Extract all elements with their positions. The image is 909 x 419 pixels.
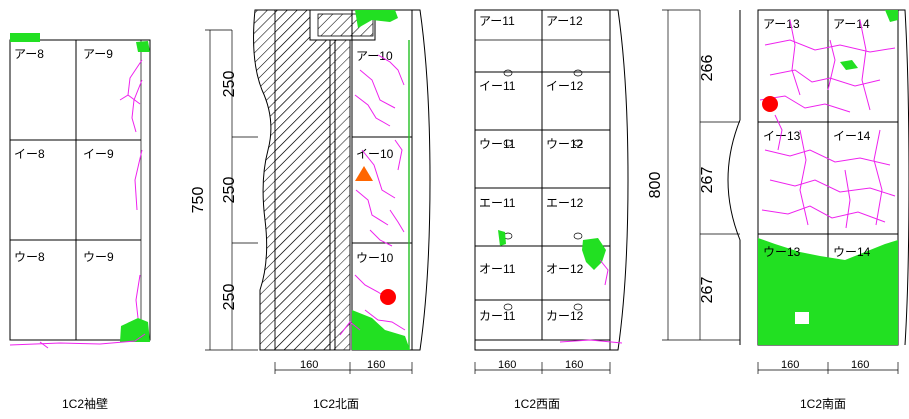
dimension-col: 160 (565, 359, 583, 371)
panel-west-face: アー11 アー12 イー11 イー12 ウー11 ウー12 エー11 エー12 … (474, 9, 629, 374)
dimension-total: 750 (190, 187, 207, 214)
caption-west-face: 1C2西面 (514, 397, 560, 411)
circle-marker (762, 96, 778, 112)
cell-label: ウー10 (356, 251, 394, 265)
spalling-area (120, 318, 150, 342)
dimension-col: 160 (781, 359, 799, 371)
panel-south-face: 800 266 267 267 アー13 アー14 イー13 イー14 ウー13… (647, 9, 909, 374)
spalling-area (498, 230, 506, 246)
spalling-area (840, 60, 858, 70)
dimension-row: 250 (221, 284, 238, 311)
caption-north-face: 1C2北面 (313, 397, 359, 411)
cell-label: アー10 (356, 49, 393, 63)
spalling-area (136, 41, 150, 52)
cell-label: イー13 (763, 129, 801, 143)
cell-label: ウー9 (83, 250, 114, 264)
spalling-area (758, 238, 898, 345)
cell-label: ウー11 (479, 137, 516, 151)
caption-wing-wall: 1C2袖壁 (62, 396, 108, 411)
spalling-area (582, 238, 606, 270)
panel-wing-wall: アー8 アー9 イー8 イー9 ウー8 ウー9 (9, 33, 151, 349)
triangle-marker (355, 166, 373, 181)
cell-label: イー11 (479, 79, 516, 93)
dimension-row: 250 (221, 71, 238, 98)
cell-label: ウー12 (546, 137, 584, 151)
dimension-row: 267 (699, 277, 716, 304)
spalling-area (355, 10, 398, 28)
cell-label: ウー8 (14, 250, 45, 264)
cell-label: イー10 (356, 147, 394, 161)
crack-lines (559, 259, 623, 344)
cell-label: オー12 (546, 262, 584, 276)
wing-wall-outline (9, 39, 151, 341)
dimension-row: 266 (699, 55, 716, 82)
crack-lines (9, 59, 146, 349)
crack-lines (759, 19, 896, 229)
dimension-total: 800 (647, 172, 664, 199)
cell-label: ウー13 (763, 245, 801, 259)
dimension-col: 160 (498, 359, 516, 371)
cell-label: エー11 (479, 196, 516, 210)
cell-label: オー11 (479, 262, 516, 276)
cell-label: アー11 (479, 14, 515, 28)
cell-label: エー12 (546, 196, 584, 210)
dimension-row: 267 (699, 167, 716, 194)
cell-label: アー13 (763, 17, 800, 31)
cell-label: アー8 (14, 47, 44, 61)
dimension-col: 160 (367, 359, 385, 371)
dimension-col: 160 (300, 359, 318, 371)
dimension-row: 250 (221, 177, 238, 204)
cell-label: ウー14 (833, 245, 871, 259)
cell-label: イー14 (833, 129, 871, 143)
caption-south-face: 1C2南面 (800, 396, 846, 411)
spalling-area (885, 10, 898, 22)
dimension-col: 160 (851, 359, 869, 371)
cell-label: アー9 (83, 47, 113, 61)
spalling-area (352, 310, 410, 350)
cell-label: イー12 (546, 79, 584, 93)
hole-marker (795, 312, 809, 324)
cell-label: アー14 (833, 17, 870, 31)
cell-label: アー12 (546, 14, 583, 28)
cell-label: カー11 (479, 309, 516, 323)
cell-label: カー12 (546, 309, 584, 323)
hole-markers (503, 69, 583, 311)
crack-lines (339, 54, 406, 336)
panel-north-face: 750 250 250 250 アー10 イー10 ウー10 (190, 9, 431, 374)
cell-label: イー8 (14, 147, 45, 161)
spalling-area (10, 33, 40, 42)
cell-label: イー9 (83, 147, 114, 161)
circle-marker (380, 289, 396, 305)
